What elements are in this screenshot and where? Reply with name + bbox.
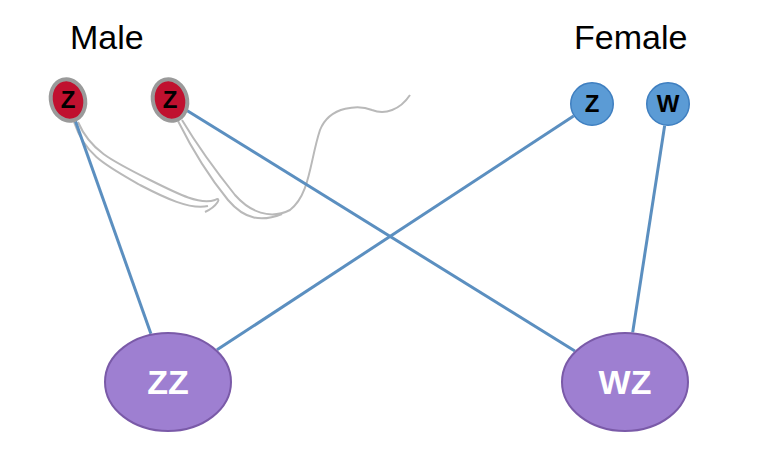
offspring-ellipse: WZ <box>561 332 689 432</box>
inheritance-line <box>633 126 665 333</box>
sex-heading: Male <box>70 20 144 54</box>
node-shape <box>105 333 231 431</box>
chromosome-label: WZ <box>599 365 652 399</box>
chromosome-label: Z <box>61 88 76 112</box>
sperm-head: Z <box>49 77 87 123</box>
node-shape <box>148 75 192 124</box>
sperm-tail <box>74 122 208 207</box>
egg-chromosome: W <box>646 82 690 126</box>
node-shape <box>562 333 688 431</box>
node-shape <box>46 75 90 124</box>
chromosome-label: ZZ <box>147 365 189 399</box>
sex-heading: Female <box>574 20 687 54</box>
node-shape <box>571 83 614 126</box>
inheritance-line <box>217 116 574 350</box>
inheritance-line <box>75 121 150 334</box>
egg-chromosome: Z <box>570 82 614 126</box>
sperm-tail <box>182 95 410 214</box>
sperm-tail <box>78 122 218 212</box>
offspring-ellipse: ZZ <box>104 332 232 432</box>
chromosome-label: W <box>657 92 680 116</box>
sperm-head: Z <box>151 77 189 123</box>
node-shape <box>647 83 690 126</box>
inheritance-line <box>187 110 575 350</box>
chromosome-label: Z <box>585 92 600 116</box>
chromosome-label: Z <box>163 88 178 112</box>
